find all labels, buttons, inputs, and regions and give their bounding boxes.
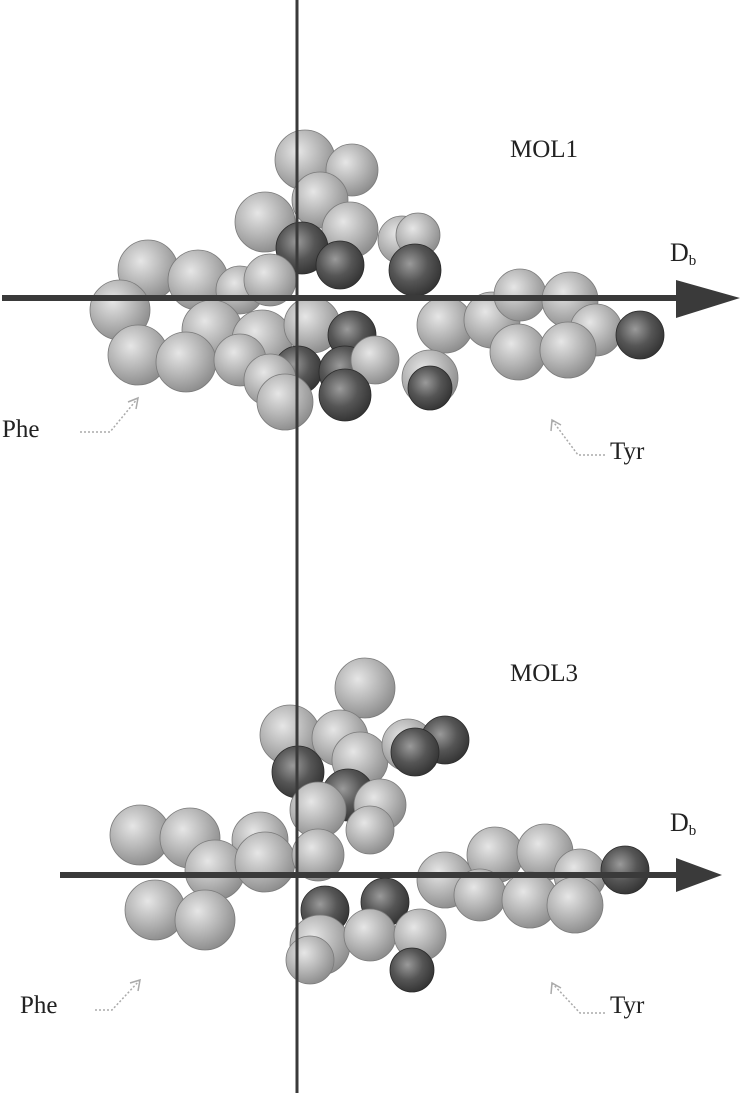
- mol3-phe-label: Phe: [20, 992, 58, 1019]
- mol1-dark-atom: [318, 368, 372, 422]
- mol3-light-atom: [291, 828, 345, 882]
- mol1-tyr-label: Tyr: [610, 438, 645, 465]
- mol1-light-atom: [539, 321, 597, 379]
- mol3-light-atom: [234, 831, 296, 893]
- mol3-tyr-label: Tyr: [610, 992, 645, 1019]
- mol1-dark-atom: [407, 365, 453, 411]
- mol3-phe-pointer-tip: [129, 978, 141, 992]
- mol3-light-atom: [285, 935, 335, 985]
- mol3-phe-pointer: [95, 979, 141, 1011]
- mol1-phe-label: Phe: [2, 416, 40, 443]
- mol1-atoms: [89, 129, 665, 431]
- mol1-dark-atom: [615, 310, 665, 360]
- mol1-dark-atom: [388, 243, 442, 297]
- mol3-axis-label: Db: [670, 808, 697, 839]
- mol3-dark-atom: [390, 727, 440, 777]
- mol1-dark-atom: [315, 240, 365, 290]
- mol3-light-atom: [345, 805, 395, 855]
- mol1-tyr-pointer-tip: [550, 418, 562, 432]
- mol3-light-atom: [343, 908, 397, 962]
- mol3-light-atom: [546, 876, 604, 934]
- residue-pointers: [80, 396, 605, 1014]
- mol3-dark-atom: [600, 845, 650, 895]
- mol3-dark-atom: [389, 947, 435, 993]
- mol3-title: MOL3: [510, 660, 579, 687]
- mol1-light-atom: [256, 373, 314, 431]
- mol1-title: MOL1: [510, 136, 579, 163]
- mol1-axis-label: Db: [670, 238, 697, 269]
- mol1-axis-arrowhead: [676, 280, 740, 318]
- mol1-light-atom: [350, 335, 400, 385]
- mol1-tyr-pointer: [551, 419, 605, 456]
- mol3-light-atom: [174, 889, 236, 951]
- mol3-atoms: [109, 657, 650, 993]
- mol1-light-atom: [489, 323, 547, 381]
- mol3-tyr-pointer: [551, 982, 605, 1014]
- mol1-phe-pointer-tip: [127, 396, 139, 410]
- mol3-axis-arrowhead: [676, 858, 722, 892]
- mol1-light-atom: [155, 331, 217, 393]
- mol3-light-atom: [124, 879, 186, 941]
- mol1-phe-pointer: [80, 397, 139, 433]
- mol3-light-atom: [334, 657, 396, 719]
- mol3-tyr-pointer-tip: [550, 981, 562, 995]
